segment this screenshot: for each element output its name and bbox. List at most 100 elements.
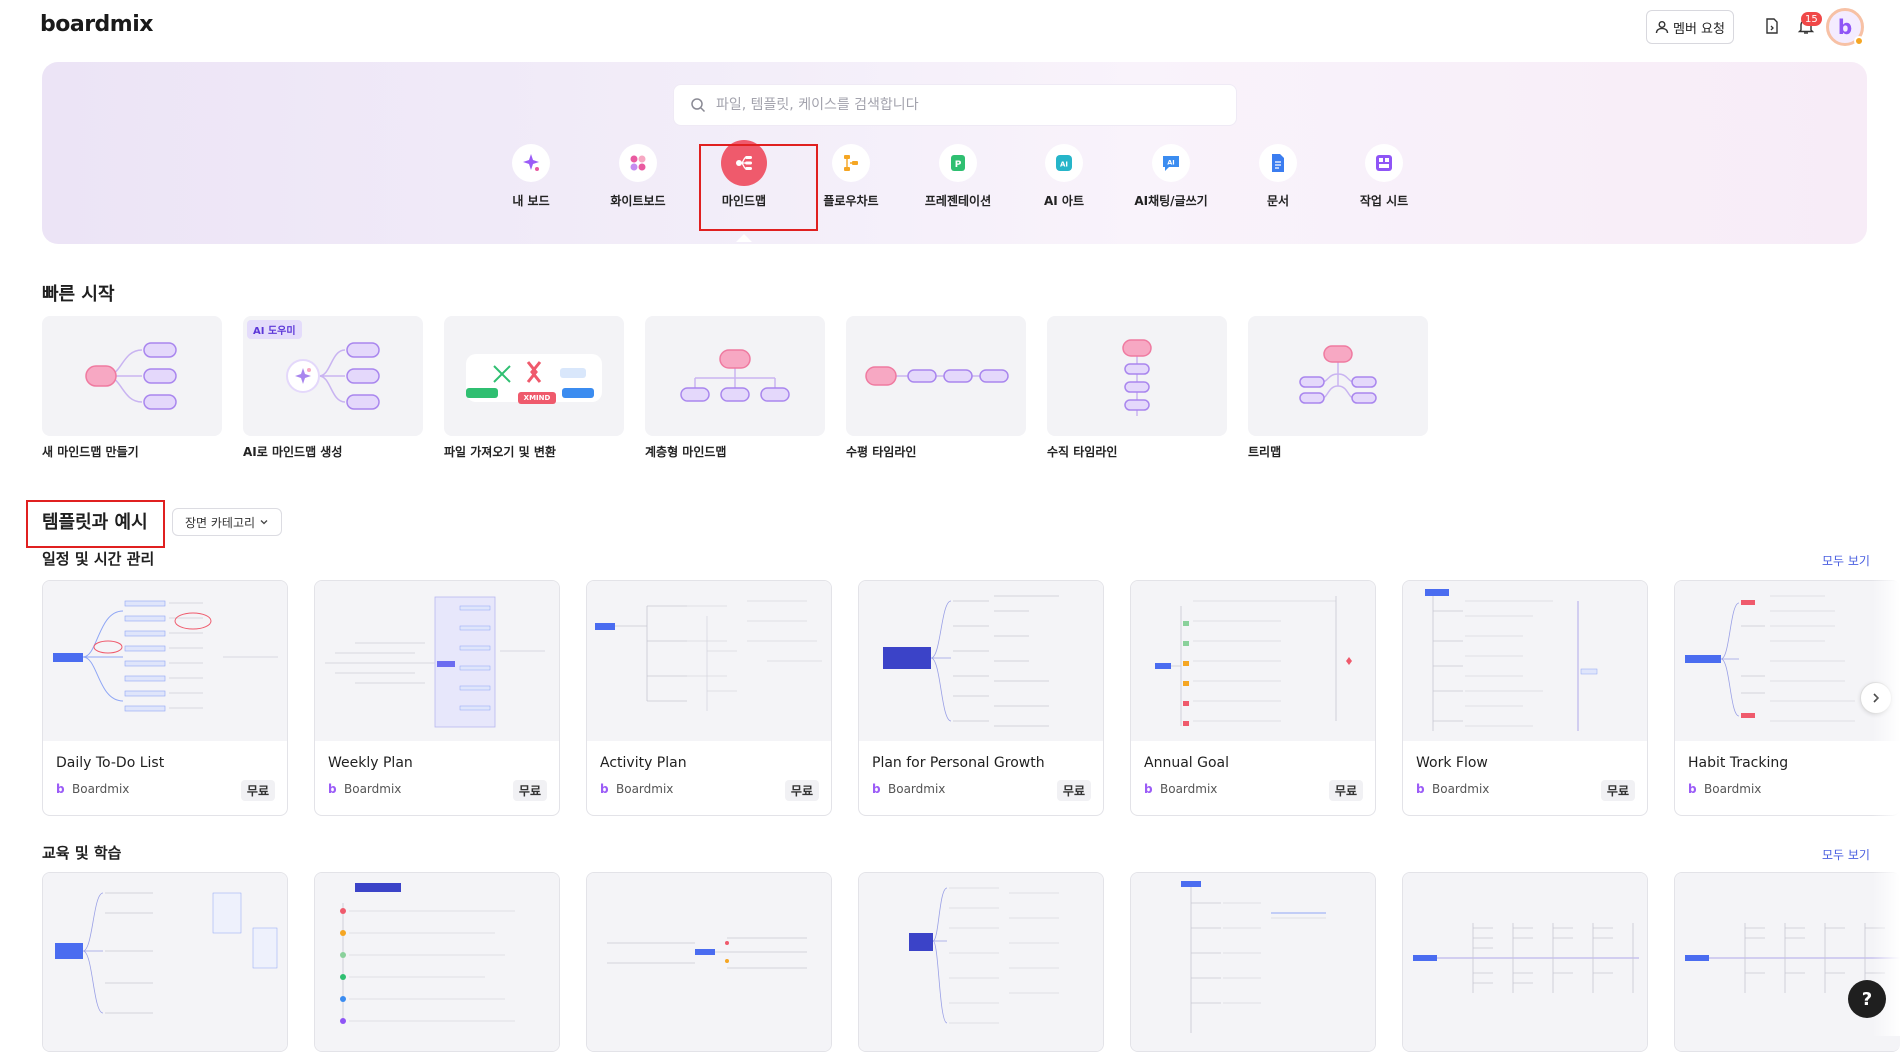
document-icon <box>1259 144 1297 182</box>
mindmap-thumbnail-icon <box>53 600 278 712</box>
template-card-education-6[interactable] <box>1402 872 1648 1052</box>
quick-start-title: 빠른 시작 <box>42 284 115 305</box>
template-name: Weekly Plan <box>328 755 413 771</box>
quick-start-label: 수직 타임라인 <box>1047 445 1118 459</box>
category-whiteboard[interactable]: 화이트보드 <box>588 144 688 209</box>
xmind-tag: XMIND <box>523 394 551 402</box>
quick-start-import[interactable]: XMIND <box>444 316 624 436</box>
template-thumbnail <box>43 873 287 1051</box>
boardmix-logo[interactable]: boardmix <box>40 12 153 37</box>
template-card-education-3[interactable] <box>586 872 832 1052</box>
quick-start-horizontal-timeline[interactable] <box>846 316 1026 436</box>
category-label: 내 보드 <box>512 194 550 208</box>
ai-chat-icon: AI <box>1152 144 1190 182</box>
scene-category-dropdown[interactable]: 장면 카테고리 <box>172 508 282 536</box>
quick-start-label: 트리맵 <box>1248 445 1282 459</box>
author-name: Boardmix <box>1432 782 1490 796</box>
user-icon <box>1655 21 1669 34</box>
svg-text:P: P <box>955 160 962 170</box>
top-bar: boardmix 멤버 요청 15 b <box>0 0 1900 56</box>
category-document[interactable]: 문서 <box>1228 144 1328 209</box>
file-sync-icon[interactable] <box>1760 14 1784 38</box>
boardmix-mini-icon: b <box>872 782 881 796</box>
price-badge: 무료 <box>784 780 819 801</box>
dropdown-label: 장면 카테고리 <box>184 515 256 530</box>
template-author: b Boardmix <box>1688 782 1761 796</box>
price-badge: 무료 <box>1328 780 1363 801</box>
category-label: AI 아트 <box>1043 194 1084 208</box>
template-name: Annual Goal <box>1144 755 1229 771</box>
quick-start-ai-mindmap[interactable]: AI 도우미 <box>243 316 423 436</box>
template-thumbnail <box>587 581 831 741</box>
category-my-board[interactable]: 내 보드 <box>481 144 581 209</box>
flowchart-icon <box>832 144 870 182</box>
mindmap-thumbnail-icon <box>883 595 1059 727</box>
boardmix-mini-icon: b <box>328 782 337 796</box>
category-flowchart[interactable]: 플로우차트 <box>801 144 901 209</box>
boardmix-mini-icon: b <box>1688 782 1697 796</box>
template-card-education-2[interactable] <box>314 872 560 1052</box>
template-thumbnail <box>315 873 559 1051</box>
template-name: Daily To-Do List <box>56 755 165 771</box>
quick-start-label: 계층형 마인드맵 <box>645 445 727 459</box>
price-badge: 무료 <box>1600 780 1635 801</box>
mindmap-thumbnail-icon <box>909 887 1059 1024</box>
template-thumbnail <box>315 581 559 741</box>
category-label: 프레젠테이션 <box>924 194 992 208</box>
section-education-title: 교육 및 학습 <box>42 844 122 862</box>
mindmap-thumbnail-icon <box>607 937 807 969</box>
price-badge: 무료 <box>240 780 275 801</box>
category-ai-chat[interactable]: AI AI채팅/글쓰기 <box>1121 144 1221 209</box>
mindmap-thumbnail-icon <box>1685 595 1855 722</box>
mindmap-thumbnail-icon <box>1155 596 1352 726</box>
template-name: Plan for Personal Growth <box>872 755 1045 771</box>
category-label: 마인드맵 <box>721 194 767 208</box>
mindmap-thumbnail-icon <box>340 883 515 1024</box>
quick-start-new-mindmap[interactable] <box>42 316 222 436</box>
template-thumbnail <box>859 873 1103 1051</box>
category-label: 화이트보드 <box>610 194 666 208</box>
category-task-sheet[interactable]: 작업 시트 <box>1334 144 1434 209</box>
author-name: Boardmix <box>1704 782 1762 796</box>
template-thumbnail <box>43 581 287 741</box>
chevron-down-icon <box>260 520 268 525</box>
mindmap-thumbnail-icon <box>325 596 545 728</box>
member-request-button[interactable]: 멤버 요청 <box>1646 10 1734 44</box>
see-all-link[interactable]: 모두 보기 <box>1822 554 1870 568</box>
author-name: Boardmix <box>1160 782 1218 796</box>
quick-start-hierarchical[interactable] <box>645 316 825 436</box>
template-card-education-4[interactable] <box>858 872 1104 1052</box>
active-caret-icon <box>736 234 752 242</box>
search-bar[interactable] <box>673 84 1237 126</box>
category-presentation[interactable]: P 프레젠테이션 <box>908 144 1008 209</box>
quick-start-label: 수평 타임라인 <box>846 445 917 459</box>
help-button[interactable]: ? <box>1848 980 1886 1018</box>
price-badge: 무료 <box>1056 780 1091 801</box>
quick-start-treemap[interactable] <box>1248 316 1428 436</box>
svg-text:AI: AI <box>1167 159 1174 167</box>
quick-start-label: 새 마인드맵 만들기 <box>42 445 139 459</box>
see-all-link[interactable]: 모두 보기 <box>1822 848 1870 862</box>
search-input[interactable] <box>714 96 1236 114</box>
category-ai-art[interactable]: AI AI 아트 <box>1014 144 1114 209</box>
quick-start-label: AI로 마인드맵 생성 <box>243 445 343 459</box>
presentation-icon: P <box>939 144 977 182</box>
avatar[interactable]: b <box>1826 8 1864 46</box>
search-icon <box>691 98 706 113</box>
quick-start-vertical-timeline[interactable] <box>1047 316 1227 436</box>
template-card-education-7[interactable] <box>1674 872 1900 1052</box>
template-name: Habit Tracking <box>1688 755 1789 771</box>
category-mindmap[interactable]: 마인드맵 <box>694 140 794 209</box>
template-card-education-1[interactable] <box>42 872 288 1052</box>
template-card-education-5[interactable] <box>1130 872 1376 1052</box>
